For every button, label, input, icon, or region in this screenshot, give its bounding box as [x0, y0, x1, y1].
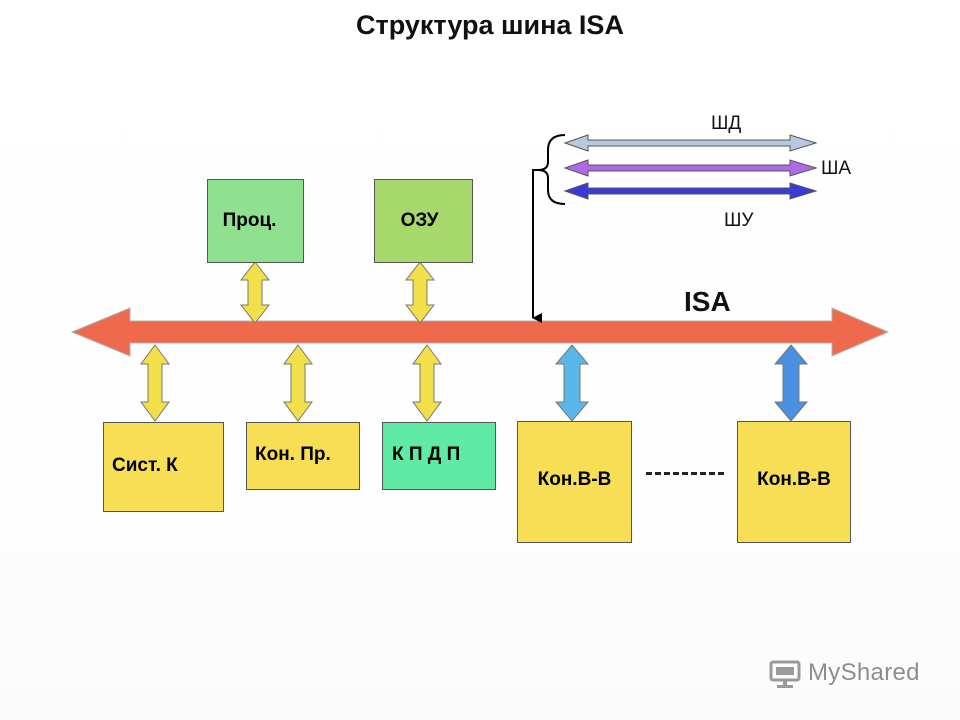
kpdp-connector-arrow: [412, 344, 442, 422]
io-controller-label-2: Кон.В-В: [757, 469, 831, 490]
data-bus-label: ШД: [711, 113, 742, 134]
data-bus-arrow: [563, 134, 818, 152]
dma-controller-box: К П Д П: [382, 422, 496, 490]
control-bus-arrow: [563, 182, 818, 200]
presentation-logo-icon: [769, 660, 801, 688]
interrupt-controller-label: Кон. Пр.: [255, 444, 331, 465]
kon-pr-connector-arrow: [283, 344, 313, 422]
processor-label: Проц.: [222, 210, 277, 231]
ram-connector-arrow: [404, 261, 436, 324]
proc-connector-arrow: [239, 261, 271, 324]
interrupt-controller-box: Кон. Пр.: [246, 422, 360, 490]
page-title: Структура шина ISA: [356, 10, 624, 40]
ram-label: ОЗУ: [400, 210, 439, 231]
isa-bus-label: ISA: [684, 286, 731, 317]
control-bus-label: ШУ: [724, 210, 754, 231]
sub-bus-brace: [537, 134, 566, 205]
io1-connector-arrow: [554, 344, 590, 422]
io-controller-box-2: Кон.В-В: [737, 421, 851, 543]
isa-bus-arrow: [70, 307, 890, 357]
ram-box: ОЗУ: [374, 179, 473, 263]
watermark: MyShared: [768, 656, 920, 690]
io-controller-label-1: Кон.В-В: [537, 469, 612, 490]
io-controller-box-1: Кон.В-В: [517, 421, 632, 543]
system-controller-label: Сист. К: [112, 455, 178, 476]
ellipsis-dashes: [646, 472, 724, 475]
address-bus-arrow: [563, 159, 818, 177]
brace-pointer-arrow: [532, 169, 542, 323]
address-bus-label: ША: [821, 158, 852, 179]
syst-k-connector-arrow: [140, 344, 170, 422]
system-controller-box: Сист. К: [103, 422, 224, 512]
dma-controller-label: К П Д П: [392, 444, 461, 465]
io2-connector-arrow: [773, 344, 809, 422]
watermark-text: MyShared: [808, 659, 920, 686]
processor-box: Проц.: [207, 179, 304, 263]
